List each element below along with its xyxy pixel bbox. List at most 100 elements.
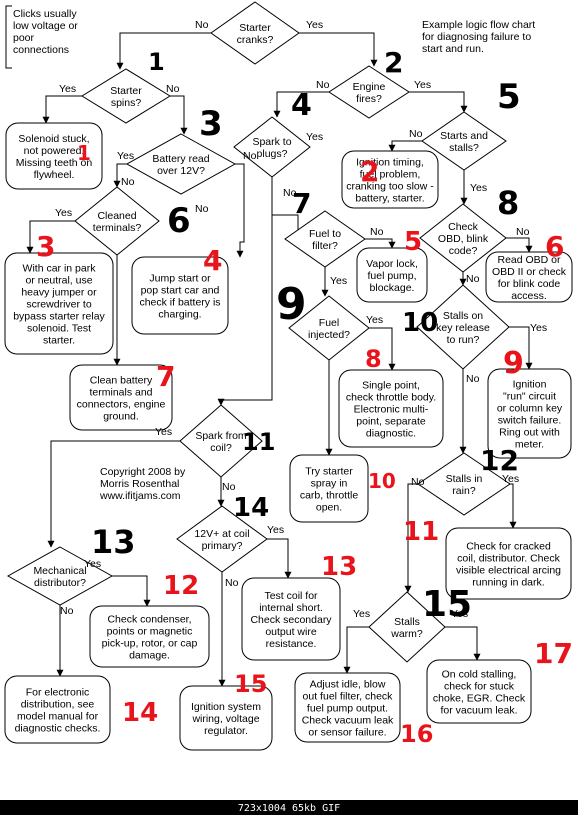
- process-box: [4, 252, 114, 355]
- node-text: "run" circuit: [503, 391, 556, 403]
- step-marker-black: 6: [167, 201, 191, 241]
- node-text: primary?: [202, 540, 243, 552]
- node-text: internal short.: [259, 602, 323, 614]
- node-text: rain?: [452, 485, 476, 497]
- node-text: Fuel: [319, 317, 339, 329]
- connector-arrow: [299, 32, 378, 67]
- node-text: pop start car and: [141, 285, 220, 297]
- process-box: [426, 659, 532, 724]
- node-text: visible electrical arcing: [456, 565, 561, 577]
- connector-arrow: [113, 163, 127, 188]
- node-text: Electronic multi-: [354, 404, 429, 416]
- node-text: points or magnetic: [107, 626, 193, 638]
- node-text: Test coil for: [264, 590, 318, 602]
- step-marker-black: 7: [292, 187, 311, 220]
- node-text: injected?: [308, 329, 350, 341]
- flowchart-nodes: Startercranks?Starterspins?Enginefires?S…: [4, 1, 573, 751]
- node-text: cranking too slow -: [346, 181, 434, 193]
- decision-diamond: [421, 111, 507, 171]
- node-text: distribution, see: [21, 699, 95, 711]
- node-text: out fuel filter, check: [303, 691, 394, 703]
- node-text: terminals?: [93, 222, 142, 234]
- node-text: Starter: [110, 85, 142, 97]
- node-text: Check vacuum leak: [302, 715, 394, 727]
- node-text: connectors, engine: [77, 399, 166, 411]
- edge-label: No: [225, 577, 239, 589]
- node-text: Single point,: [362, 380, 420, 392]
- node-text: output wire: [265, 626, 317, 638]
- process-box: [445, 527, 572, 600]
- connector-arrow: [217, 177, 273, 406]
- step-marker-black: 8: [497, 184, 519, 222]
- node-text: Jump start or: [149, 273, 211, 285]
- node-text: pick-up, rotor, or cap: [102, 638, 198, 650]
- copyright-notice-line: Copyright 2008 by: [100, 466, 186, 478]
- node-text: Ignition timing,: [356, 157, 424, 169]
- node-text: battery, starter.: [355, 193, 424, 205]
- process-box: [89, 605, 210, 668]
- edge-label: No: [243, 150, 257, 162]
- node-text: spray in: [311, 478, 348, 490]
- node-text: key release: [436, 322, 490, 334]
- edge-label: Yes: [306, 131, 323, 143]
- connector-arrow: [509, 483, 517, 529]
- decision-diamond: [368, 591, 446, 663]
- edge-label: Yes: [502, 473, 519, 485]
- connector-arrow: [409, 91, 468, 113]
- node-text: regulator.: [204, 725, 248, 737]
- node-text: stalls?: [449, 142, 479, 154]
- node-text: solenoid. Test: [27, 323, 91, 335]
- edge-label: No: [466, 373, 480, 385]
- node-text: fuel pump,: [367, 270, 416, 282]
- decision-diamond: [233, 116, 311, 178]
- node-text: Fuel to: [309, 228, 341, 240]
- note-bracket: [5, 5, 12, 69]
- edge-label: No: [466, 273, 480, 285]
- step-marker-black: 4: [291, 88, 312, 123]
- connector-arrow: [506, 237, 533, 253]
- node-text: open.: [316, 502, 342, 514]
- process-box: [241, 577, 341, 661]
- node-text: Ignition system: [191, 701, 261, 713]
- decision-diamond: [416, 284, 510, 370]
- step-marker-black: 5: [497, 77, 521, 117]
- node-text: to run?: [447, 334, 480, 346]
- node-text: diagnostic checks.: [15, 723, 101, 735]
- node-text: Check secondary: [250, 614, 332, 626]
- step-marker-red: 16: [400, 720, 433, 748]
- node-text: Solenoid stuck,: [18, 133, 89, 145]
- edge-label: Yes: [59, 83, 76, 95]
- node-text: Check condenser,: [107, 614, 191, 626]
- step-marker-red: 14: [122, 698, 158, 728]
- connector-arrow: [388, 140, 422, 152]
- node-text: warm?: [390, 628, 423, 640]
- decision-diamond: [288, 295, 370, 361]
- connector-arrow: [365, 238, 396, 249]
- process-box: [131, 256, 229, 335]
- step-marker-red: 4: [203, 244, 222, 277]
- process-box: [179, 685, 273, 751]
- connector-arrow: [26, 220, 75, 254]
- node-text: Starts and: [440, 130, 488, 142]
- decision-diamond: [6, 546, 114, 606]
- process-box: [289, 454, 369, 523]
- node-text: Ignition: [513, 379, 547, 391]
- node-text: Ring out with: [499, 427, 560, 439]
- edge-label: Yes: [267, 524, 284, 536]
- node-solenoid-stuck: Solenoid stuck,not powered.Missing teeth…: [5, 122, 103, 190]
